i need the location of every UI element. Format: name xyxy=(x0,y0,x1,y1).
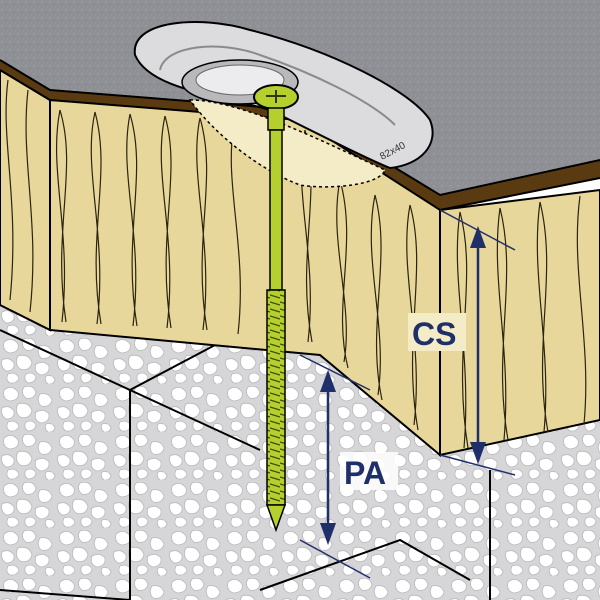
cs-label: CS xyxy=(412,316,456,352)
screw xyxy=(253,84,299,533)
insulation-board xyxy=(0,68,600,458)
pa-dimension xyxy=(299,354,398,579)
cs-dimension xyxy=(408,209,516,476)
pa-label: PA xyxy=(344,455,386,491)
